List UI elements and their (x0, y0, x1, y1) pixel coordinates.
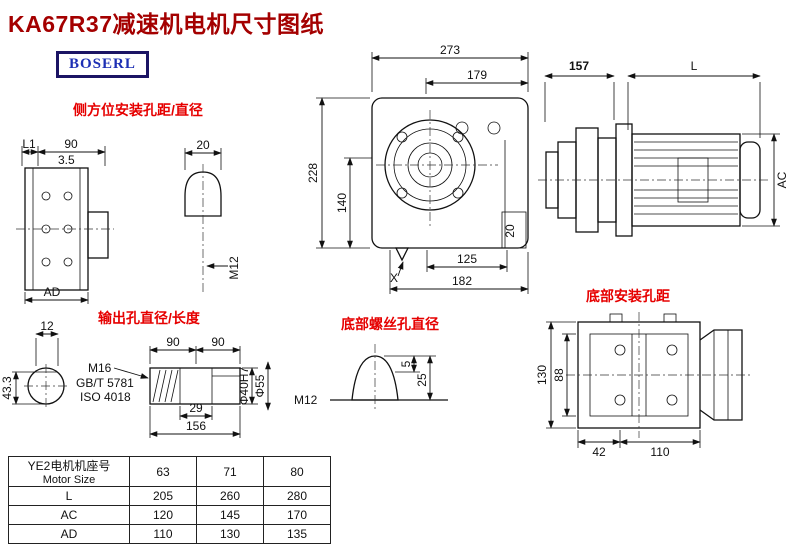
motor-size-table: YE2电机机座号 Motor Size 63 71 80 L 205 260 2… (8, 456, 331, 544)
dim-179: 179 (467, 68, 487, 82)
dim-L: L (691, 59, 698, 73)
value-cell: 280 (263, 486, 331, 506)
bottom-screw-label: 底部螺丝孔直径 (341, 316, 439, 332)
dim-228: 228 (306, 163, 320, 183)
standard-gb: GB/T 5781 (76, 376, 134, 390)
dim-273: 273 (440, 43, 460, 57)
bottom-mount-label: 底部安装孔距 (586, 288, 670, 304)
row-label: AC (8, 505, 130, 525)
dim-88: 88 (552, 368, 566, 382)
value-cell: 170 (263, 505, 331, 525)
dim-90: 90 (64, 137, 78, 151)
shaft-side-view (149, 367, 241, 405)
dim-29-group: 29 (179, 401, 213, 420)
value-cell: 260 (196, 486, 264, 506)
dim-433-group: 43.3 (0, 371, 44, 405)
bottom-screw-drawing: 5 25 M12 (294, 344, 448, 410)
x-pointer-group: X (390, 261, 404, 285)
table-row-L: L 205 260 280 (8, 486, 331, 506)
dim-29: 29 (189, 401, 203, 415)
shaft-end-view (24, 364, 68, 408)
brand-logo: BOSERL (56, 51, 149, 78)
dim-110: 110 (650, 445, 669, 459)
standard-iso: ISO 4018 (80, 390, 131, 404)
drain-plug (394, 247, 410, 262)
side-mount-label: 侧方位安装孔距/直径 (73, 102, 203, 118)
dim-156-group: 156 (149, 406, 241, 438)
side-view-ad-dim: AD (24, 285, 89, 304)
dim-AD: AD (44, 285, 61, 299)
dim-5: 5 (399, 360, 413, 367)
dim-140-group: 140 (335, 157, 372, 249)
label-x: X (390, 271, 398, 285)
value-cell: 120 (129, 505, 197, 525)
table-header-cell: YE2电机机座号 Motor Size (8, 456, 130, 487)
dim-L-group: L (627, 59, 761, 138)
dim-diameters-group: Φ40H7 Φ55 (237, 361, 271, 411)
shaft-stub (87, 211, 109, 259)
dim-182: 182 (452, 274, 472, 288)
value-cell: 205 (129, 486, 197, 506)
output-view-drawing: 12 43.3 (0, 319, 271, 438)
dim-130: 130 (535, 365, 549, 385)
slot-box (501, 211, 527, 249)
page-title: KA67R37减速机电机尺寸图纸 (8, 11, 324, 37)
side-view-top-dims: L1 90 3.5 (21, 137, 106, 167)
dim-AC: AC (775, 171, 789, 188)
size-63-cell: 63 (129, 456, 197, 487)
dim-M12-bottom: M12 (294, 393, 318, 407)
dim-M12-side: M12 (227, 256, 241, 280)
dim-AC-group: AC (742, 133, 789, 227)
dim-228-group: 228 (306, 97, 370, 249)
dim-phi55: Φ55 (253, 374, 267, 397)
shaft-outline (149, 367, 241, 405)
dim-130-group: 130 (535, 321, 576, 429)
dim-156: 156 (186, 419, 206, 433)
bottom-mount-drawing: 130 88 42 110 (535, 312, 752, 459)
table-header-en: Motor Size (42, 474, 96, 486)
dim-182-group: 182 (389, 250, 529, 294)
gearbox-front-outline (371, 97, 529, 249)
dim-42: 42 (592, 445, 606, 459)
output-hole-label: 输出孔直径/长度 (98, 310, 200, 326)
dim-125-group: 125 (426, 250, 508, 272)
dim-42-110-group: 42 110 (577, 430, 701, 459)
dim-L1: L1 (22, 137, 36, 151)
motor-view-drawing: 157 L (538, 59, 789, 237)
size-71-cell: 71 (196, 456, 264, 487)
dim-179-group: 179 (425, 68, 529, 94)
size-80-cell: 80 (263, 456, 331, 487)
dim-140: 140 (335, 193, 349, 213)
table-row-AC: AC 120 145 170 (8, 505, 331, 525)
row-label: AD (8, 524, 130, 544)
table-header-row: YE2电机机座号 Motor Size 63 71 80 (8, 456, 331, 487)
dim-25: 25 (415, 373, 429, 387)
row-label: L (8, 486, 130, 506)
dim-88-group: 88 (552, 333, 576, 417)
value-cell: 145 (196, 505, 264, 525)
dim-125: 125 (457, 252, 477, 266)
dim-273-group: 273 (371, 43, 529, 92)
dim-90a: 90 (166, 335, 180, 349)
dim-20-slot: 20 (503, 224, 517, 238)
dim-157: 157 (569, 59, 589, 73)
dim-12: 12 (40, 319, 54, 333)
table-header-cn: YE2电机机座号 (27, 459, 111, 473)
main-view-drawing: 20 273 179 228 140 125 (306, 43, 529, 294)
dim-3-5: 3.5 (58, 153, 75, 167)
dim-12-group: 12 (35, 319, 59, 366)
dim-90b: 90 (211, 335, 225, 349)
side-view-body (16, 167, 114, 291)
side-view-drawing: L1 90 3.5 AD (16, 137, 114, 304)
dim-20-hole: 20 (196, 138, 210, 152)
thread-label: M16 (88, 361, 112, 375)
thread-callout-group: M16 GB/T 5781 ISO 4018 (76, 361, 149, 404)
dim-phi40: Φ40H7 (237, 367, 251, 406)
side-hole-drawing: 20 M12 (184, 138, 241, 292)
dim-157-group: 157 (544, 59, 615, 122)
dim-90-90-group: 90 90 (149, 335, 241, 364)
motor-body (538, 123, 768, 237)
dim-43-3: 43.3 (0, 376, 14, 400)
